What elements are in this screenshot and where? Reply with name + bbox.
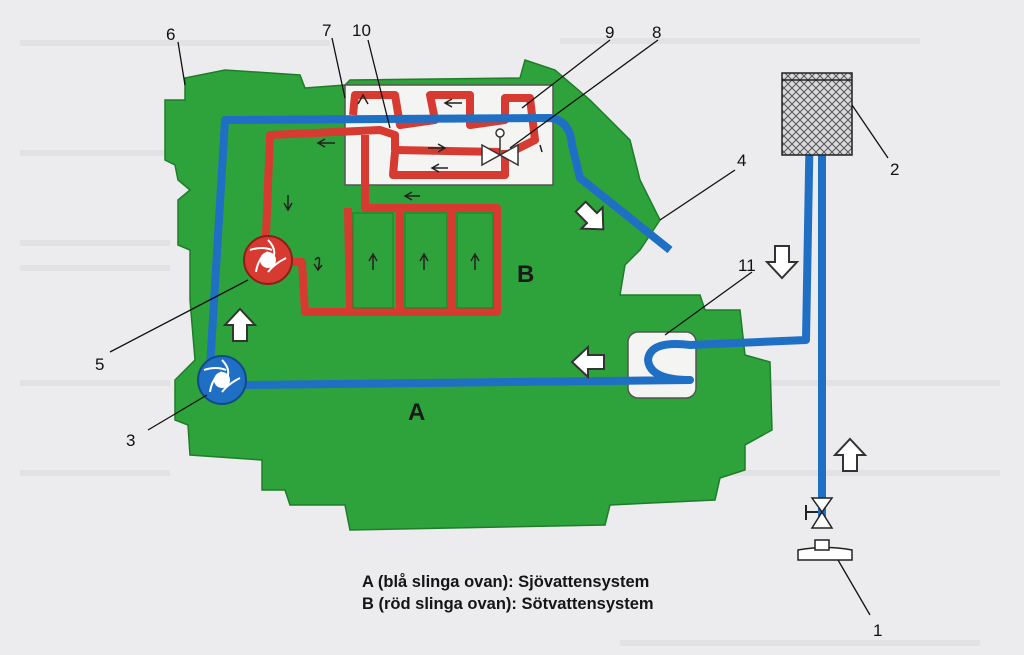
callout-4: 4 (737, 151, 746, 170)
zone-label-b: B (517, 261, 534, 288)
callout-6: 6 (166, 25, 175, 44)
sea-water-filter (781, 72, 853, 156)
diagram-legend: A (blå slinga ovan): Sjövattensystem B (… (362, 571, 654, 615)
legend-fresh-water: B (röd slinga ovan): Sötvattensystem (362, 595, 654, 613)
thermostat (481, 128, 519, 167)
legend-sea-water: A (blå slinga ovan): Sjövattensystem (362, 573, 650, 591)
sea-valve (797, 497, 853, 561)
sea-water-pump (197, 355, 247, 405)
flow-arrows (224, 93, 866, 472)
callout-10: 10 (352, 21, 371, 40)
background-page-text (20, 38, 1000, 646)
zone-label-a: A (408, 399, 425, 426)
callout-9: 9 (605, 23, 614, 42)
callout-8: 8 (652, 23, 661, 42)
callout-leaders (109, 37, 889, 616)
callout-2: 2 (890, 160, 899, 179)
fresh-water-circuit (261, 91, 539, 316)
callout-11: 11 (738, 256, 756, 275)
callout-1: 1 (873, 621, 882, 640)
fresh-water-pump (243, 235, 293, 285)
callout-7: 7 (322, 21, 331, 40)
callout-3: 3 (126, 431, 135, 450)
callout-5: 5 (95, 355, 104, 374)
